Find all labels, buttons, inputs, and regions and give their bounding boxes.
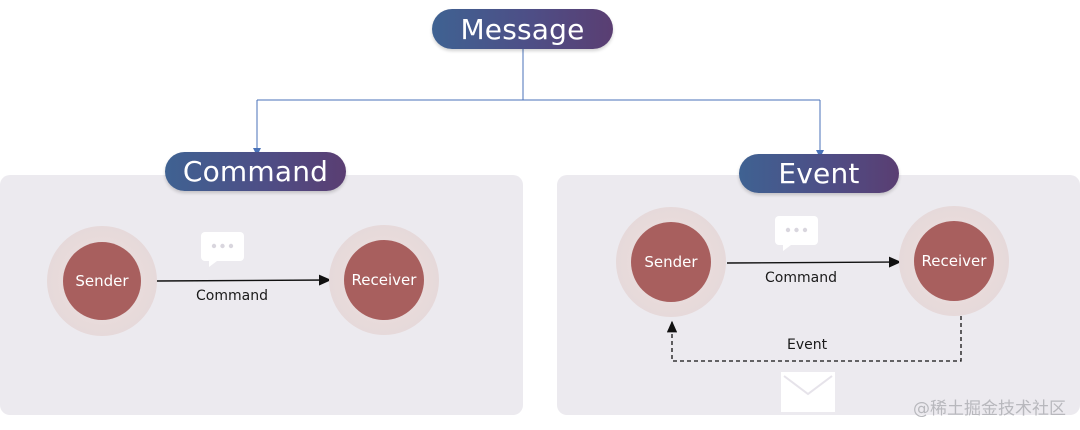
right-event-label: Event bbox=[787, 337, 828, 353]
watermark: @稀土掘金技术社区 bbox=[913, 399, 1066, 419]
event-return-arrow bbox=[666, 316, 962, 362]
command-title: Command bbox=[182, 155, 329, 188]
left-command-label: Command bbox=[196, 288, 268, 304]
left-sender-label: Sender bbox=[75, 272, 129, 290]
event-title: Event bbox=[778, 157, 860, 190]
right-receiver-node: Receiver bbox=[914, 221, 994, 301]
message-pill: Message bbox=[432, 9, 613, 49]
right-receiver-label: Receiver bbox=[921, 252, 987, 270]
left-sender-node: Sender bbox=[63, 242, 141, 320]
envelope-icon bbox=[781, 372, 835, 412]
left-command-arrow bbox=[155, 274, 332, 286]
event-pill: Event bbox=[739, 154, 899, 193]
left-receiver-label: Receiver bbox=[351, 271, 417, 289]
tree-connector bbox=[256, 48, 821, 152]
right-sender-label: Sender bbox=[644, 253, 698, 271]
command-pill: Command bbox=[165, 152, 346, 191]
right-sender-node: Sender bbox=[631, 222, 711, 302]
chat-bubble-icon bbox=[775, 216, 818, 251]
right-command-arrow bbox=[726, 256, 902, 268]
message-title: Message bbox=[460, 12, 585, 46]
right-command-label: Command bbox=[765, 270, 837, 286]
left-receiver-node: Receiver bbox=[344, 240, 424, 320]
chat-bubble-icon bbox=[201, 232, 244, 267]
